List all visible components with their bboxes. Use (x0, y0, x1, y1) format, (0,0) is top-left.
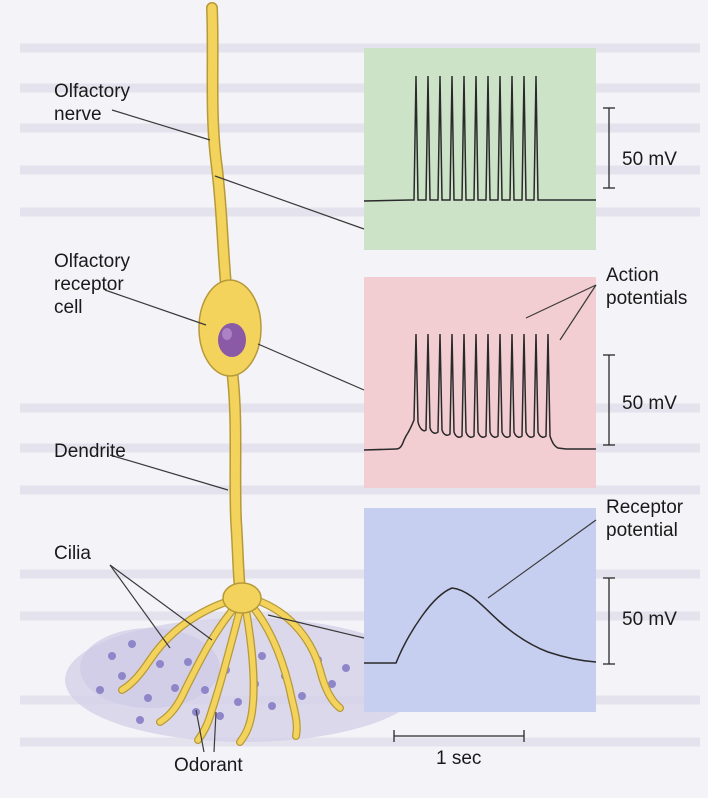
dendritic-knob (223, 583, 261, 613)
panel-nerve-recording (364, 48, 596, 250)
label-action-potentials: Action potentials (606, 264, 687, 310)
label-odorant: Odorant (174, 754, 243, 777)
label-dendrite: Dendrite (54, 440, 126, 463)
label-cilia: Cilia (54, 542, 91, 565)
voltage-scale-bars (603, 108, 615, 664)
scale-label-top: 50 mV (622, 148, 677, 171)
label-receptor-potential: Receptor potential (606, 496, 683, 542)
label-olfactory-receptor-cell: Olfactory receptor cell (54, 250, 130, 319)
scale-label-bottom: 50 mV (622, 608, 677, 631)
panel-cilia-recording (364, 508, 596, 712)
time-scale-label: 1 sec (436, 747, 481, 770)
label-olfactory-nerve: Olfactory nerve (54, 80, 130, 126)
nucleus (218, 323, 246, 357)
panel-cell-recording (364, 277, 596, 488)
scale-label-middle: 50 mV (622, 392, 677, 415)
